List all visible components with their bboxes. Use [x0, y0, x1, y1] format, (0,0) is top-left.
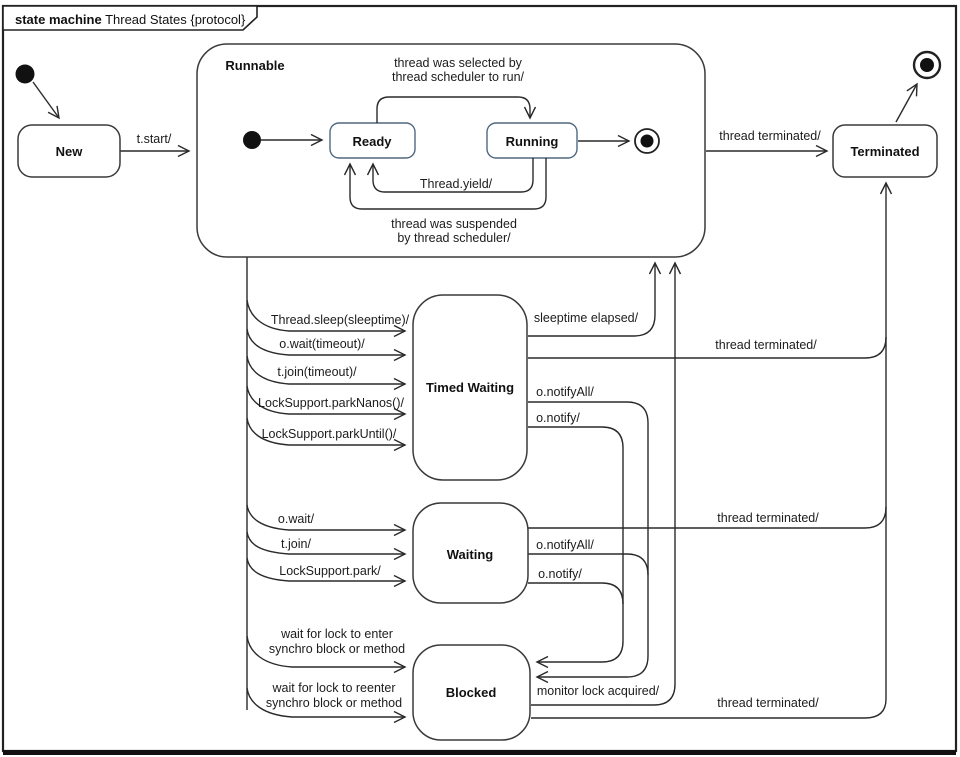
label-selected-2: thread scheduler to run/ — [392, 70, 525, 84]
transition-sleeptime-elapsed-path — [528, 261, 662, 337]
state-ready — [329, 122, 416, 159]
label-suspended-2: by thread scheduler/ — [397, 231, 511, 245]
state-timed-waiting-label: Timed Waiting — [426, 380, 514, 395]
transition-ready-to-running — [376, 96, 537, 123]
frame-title-keyword: state machine — [15, 12, 102, 27]
transition-initial-to-new — [32, 81, 60, 120]
label-parkuntil: LockSupport.parkUntil()/ — [262, 427, 397, 441]
label-thread-sleep: Thread.sleep(sleeptime)/ — [271, 313, 410, 327]
state-blocked — [412, 644, 531, 741]
frame-title: state machine Thread States {protocol} — [15, 12, 246, 27]
initial-state-runnable — [243, 131, 261, 149]
state-timed-waiting — [412, 294, 528, 481]
label-thread-terminated-blocked: thread terminated/ — [717, 696, 819, 710]
transition-park-path — [246, 557, 407, 588]
state-waiting — [412, 502, 529, 604]
transition-waiting-notifyall-merge — [528, 553, 649, 576]
label-suspended-1: thread was suspended — [391, 217, 517, 231]
label-park: LockSupport.park/ — [279, 564, 381, 578]
state-blocked-label: Blocked — [446, 685, 497, 700]
frame-title-name: Thread States {protocol} — [102, 12, 246, 27]
transition-tjoin-path — [246, 531, 407, 561]
label-thread-terminated-top: thread terminated/ — [719, 129, 821, 143]
label-notifyall-tw: o.notifyAll/ — [536, 385, 594, 399]
label-parknanos: LockSupport.parkNanos()/ — [258, 396, 404, 410]
label-wait-lock-reenter-1: wait for lock to reenter — [272, 681, 396, 695]
label-tjoin-timeout: t.join(timeout)/ — [277, 365, 357, 379]
transition-parkuntil-path — [246, 417, 407, 452]
label-monitor-lock-acquired: monitor lock acquired/ — [537, 684, 660, 698]
initial-state — [15, 64, 35, 84]
state-runnable — [196, 43, 706, 258]
transition-thread-sleep-path — [246, 299, 407, 338]
label-yield: Thread.yield/ — [420, 177, 493, 191]
label-notifyall-waiting: o.notifyAll/ — [536, 538, 594, 552]
transition-monitor-lock-acquired-path — [531, 261, 682, 706]
label-tjoin: t.join/ — [281, 537, 311, 551]
transition-owait-timeout-path — [246, 328, 407, 362]
state-runnable-label: Runnable — [225, 58, 284, 73]
label-owait-timeout: o.wait(timeout)/ — [279, 337, 365, 351]
transition-wait-lock-enter-path — [246, 635, 407, 674]
transition-tjoin-timeout-path — [246, 355, 407, 391]
frame-title-tab — [2, 5, 258, 31]
label-owait: o.wait/ — [278, 512, 315, 526]
transition-wait-lock-reenter-path — [246, 687, 407, 724]
state-terminated — [832, 124, 938, 178]
state-running — [486, 122, 578, 159]
label-wait-lock-enter-2: synchro block or method — [269, 642, 405, 656]
label-wait-lock-enter-1: wait for lock to enter — [280, 627, 393, 641]
final-state-dot — [920, 58, 934, 72]
label-t-start: t.start/ — [137, 132, 172, 146]
transition-waiting-notify-merge — [528, 582, 624, 605]
transition-terminated-to-final — [895, 82, 918, 123]
transition-yield-path — [366, 158, 534, 193]
transition-waiting-terminated-path — [528, 506, 887, 529]
state-ready-label: Ready — [352, 134, 392, 149]
label-wait-lock-reenter-2: synchro block or method — [266, 696, 402, 710]
transition-owait-path — [246, 504, 407, 537]
final-state-runnable-dot — [640, 134, 654, 148]
label-thread-terminated-waiting: thread terminated/ — [717, 511, 819, 525]
transition-notify-rail-path — [528, 426, 624, 669]
state-running-label: Running — [506, 134, 559, 149]
state-new — [17, 124, 121, 178]
label-sleeptime-elapsed: sleeptime elapsed/ — [534, 311, 639, 325]
label-thread-terminated-tw: thread terminated/ — [715, 338, 817, 352]
label-notify-tw: o.notify/ — [536, 411, 580, 425]
transition-suspended-path — [343, 158, 547, 210]
state-new-label: New — [56, 144, 84, 159]
transition-tw-terminated-path — [528, 336, 887, 359]
transition-parknanos-path — [246, 385, 407, 421]
label-notify-waiting: o.notify/ — [538, 567, 582, 581]
transition-notifyall-rail-path — [528, 401, 649, 684]
label-selected-1: thread was selected by — [394, 56, 523, 70]
state-waiting-label: Waiting — [447, 547, 494, 562]
transition-blocked-terminated-path — [531, 698, 887, 719]
state-terminated-label: Terminated — [850, 144, 919, 159]
